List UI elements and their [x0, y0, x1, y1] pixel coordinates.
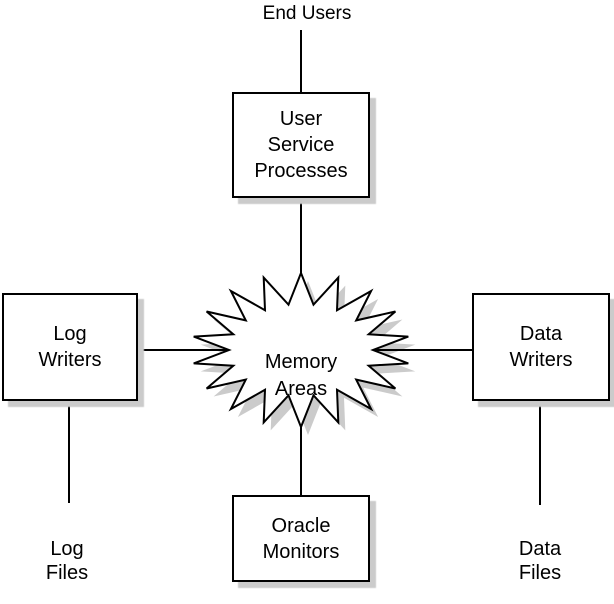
user-service-processes-label: User Service Processes: [254, 108, 348, 182]
log-writers-label: Log Writers: [38, 323, 102, 371]
node-data-files: Data Files: [490, 513, 590, 585]
data-files-label: Data Files: [518, 538, 562, 584]
node-user-service-processes: User Service Processes: [232, 92, 370, 198]
node-log-writers: Log Writers: [2, 293, 138, 401]
node-data-writers: Data Writers: [472, 293, 610, 401]
node-log-files: Log Files: [17, 513, 117, 585]
node-oracle-monitors: Oracle Monitors: [232, 495, 370, 582]
end-users-label: End Users: [262, 3, 352, 24]
memory-areas-starburst-icon: [193, 270, 409, 430]
memory-areas-label: Memory Areas: [264, 351, 338, 400]
node-memory-areas: Memory Areas: [231, 322, 371, 403]
data-writers-label: Data Writers: [509, 323, 573, 371]
node-end-users: End Users: [227, 3, 387, 25]
oracle-monitors-label: Oracle Monitors: [262, 514, 340, 563]
log-files-label: Log Files: [45, 538, 89, 584]
